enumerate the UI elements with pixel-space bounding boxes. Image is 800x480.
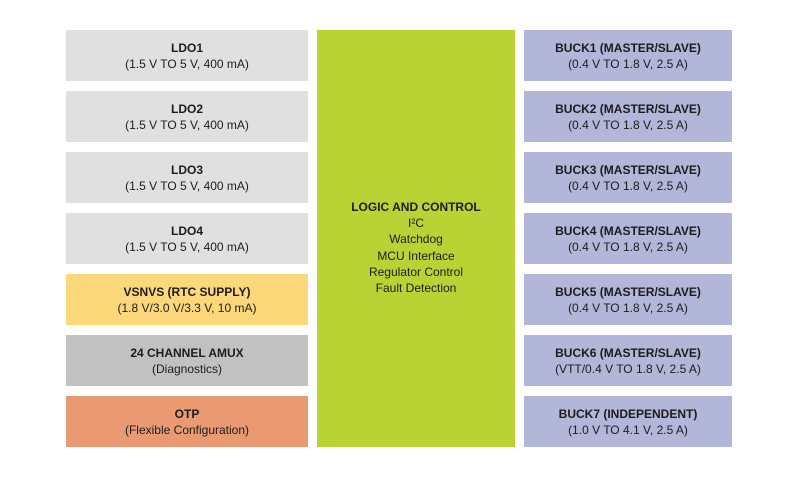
block-title: BUCK2 (MASTER/SLAVE) [555,101,701,116]
block-buck3: BUCK3 (MASTER/SLAVE) (0.4 V TO 1.8 V, 2.… [524,152,732,203]
block-subtitle: (1.5 V TO 5 V, 400 mA) [125,178,249,193]
block-title: LDO2 [170,101,203,116]
block-subtitle: (Flexible Configuration) [124,422,250,437]
block-buck7: BUCK7 (INDEPENDENT) (1.0 V TO 4.1 V, 2.5… [524,396,732,447]
block-subtitle: (1.5 V TO 5 V, 400 mA) [125,117,249,132]
block-subtitle: (0.4 V TO 1.8 V, 2.5 A) [568,239,688,254]
block-ldo4: LDO4 (1.5 V TO 5 V, 400 mA) [66,213,308,264]
block-subtitle: (0.4 V TO 1.8 V, 2.5 A) [568,300,688,315]
block-subtitle: (1.5 V TO 5 V, 400 mA) [125,56,249,71]
block-buck5: BUCK5 (MASTER/SLAVE) (0.4 V TO 1.8 V, 2.… [524,274,732,325]
feature-i2c: I²C [408,215,424,230]
block-logic-and-control: LOGIC AND CONTROL I²C Watchdog MCU Inter… [317,30,515,447]
block-subtitle: (0.4 V TO 1.8 V, 2.5 A) [568,117,688,132]
block-title: LDO1 [170,40,203,55]
block-title: LDO4 [170,223,203,238]
block-otp: OTP (Flexible Configuration) [66,396,308,447]
block-title: BUCK3 (MASTER/SLAVE) [555,162,701,177]
block-vsnvs-rtc-supply: VSNVS (RTC SUPPLY) (1.8 V/3.0 V/3.3 V, 1… [66,274,308,325]
block-subtitle: (Diagnostics) [151,361,223,376]
block-ldo2: LDO2 (1.5 V TO 5 V, 400 mA) [66,91,308,142]
block-title: BUCK6 (MASTER/SLAVE) [555,345,701,360]
block-subtitle: (1.8 V/3.0 V/3.3 V, 10 mA) [117,300,257,315]
block-buck1: BUCK1 (MASTER/SLAVE) (0.4 V TO 1.8 V, 2.… [524,30,732,81]
feature-regulator-control: Regulator Control [368,264,464,279]
block-buck4: BUCK4 (MASTER/SLAVE) (0.4 V TO 1.8 V, 2.… [524,213,732,264]
block-title: BUCK7 (INDEPENDENT) [558,406,698,421]
block-title: BUCK5 (MASTER/SLAVE) [555,284,701,299]
block-title: BUCK1 (MASTER/SLAVE) [555,40,701,55]
feature-fault-detection: Fault Detection [375,281,457,296]
block-subtitle: (0.4 V TO 1.8 V, 2.5 A) [568,56,688,71]
feature-mcu-interface: MCU Interface [377,248,455,263]
block-buck6: BUCK6 (MASTER/SLAVE) (VTT/0.4 V TO 1.8 V… [524,335,732,386]
right-column: BUCK1 (MASTER/SLAVE) (0.4 V TO 1.8 V, 2.… [524,30,732,447]
block-buck2: BUCK2 (MASTER/SLAVE) (0.4 V TO 1.8 V, 2.… [524,91,732,142]
block-title: LOGIC AND CONTROL [351,199,481,214]
block-title: LDO3 [170,162,203,177]
block-title: 24 CHANNEL AMUX [130,345,244,360]
block-title: VSNVS (RTC SUPPLY) [123,284,251,299]
block-subtitle: (1.5 V TO 5 V, 400 mA) [125,239,249,254]
block-subtitle: (0.4 V TO 1.8 V, 2.5 A) [568,178,688,193]
feature-watchdog: Watchdog [389,232,443,247]
block-subtitle: (VTT/0.4 V TO 1.8 V, 2.5 A) [555,361,701,376]
block-ldo3: LDO3 (1.5 V TO 5 V, 400 mA) [66,152,308,203]
block-subtitle: (1.0 V TO 4.1 V, 2.5 A) [568,422,688,437]
block-title: BUCK4 (MASTER/SLAVE) [555,223,701,238]
block-ldo1: LDO1 (1.5 V TO 5 V, 400 mA) [66,30,308,81]
block-24-channel-amux: 24 CHANNEL AMUX (Diagnostics) [66,335,308,386]
block-title: OTP [174,406,200,421]
left-column: LDO1 (1.5 V TO 5 V, 400 mA) LDO2 (1.5 V … [66,30,308,447]
